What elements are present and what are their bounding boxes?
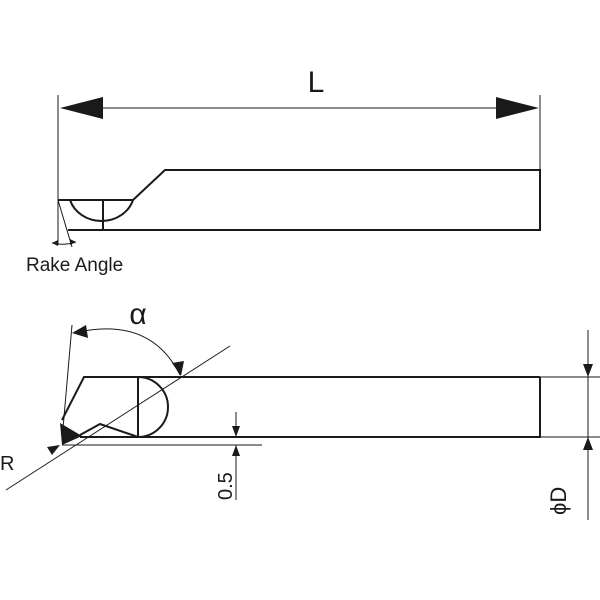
radius-label: R: [0, 453, 14, 475]
tool-tip-icon: [60, 423, 82, 445]
arrow-up-icon: [583, 437, 593, 450]
top-view: [51, 95, 541, 248]
arrow-right-icon: [496, 97, 539, 119]
side-view: [5, 324, 600, 520]
angle-axis-line: [5, 345, 231, 491]
offset-label: 0.5: [215, 472, 237, 500]
arrow-down-icon: [583, 364, 593, 377]
alpha-arc: [73, 328, 181, 376]
arrow-left-icon: [60, 97, 103, 119]
rake-arrow-icon: [70, 239, 76, 245]
tool-bottom-outline: [80, 377, 541, 438]
arrow-down-icon: [232, 426, 240, 437]
tool-top-outline: [61, 376, 540, 421]
length-label: L: [308, 66, 325, 99]
arrow-up-icon: [232, 445, 240, 456]
alpha-arrow-icon: [72, 325, 88, 338]
rake-arrow-icon: [52, 240, 58, 246]
radius-arrow-icon: [47, 445, 60, 455]
flute-arc: [137, 376, 169, 438]
cutting-edge-v: [79, 422, 139, 438]
alpha-label: α: [129, 298, 146, 331]
rake-face-line: [57, 199, 73, 248]
diameter-label: ϕD: [546, 487, 571, 515]
alpha-arrow-icon: [172, 361, 184, 376]
tool-body-outline: [58, 169, 541, 231]
rake-angle-label: Rake Angle: [26, 255, 123, 276]
flute-arc: [69, 199, 134, 223]
angle-reference-line: [61, 324, 73, 441]
